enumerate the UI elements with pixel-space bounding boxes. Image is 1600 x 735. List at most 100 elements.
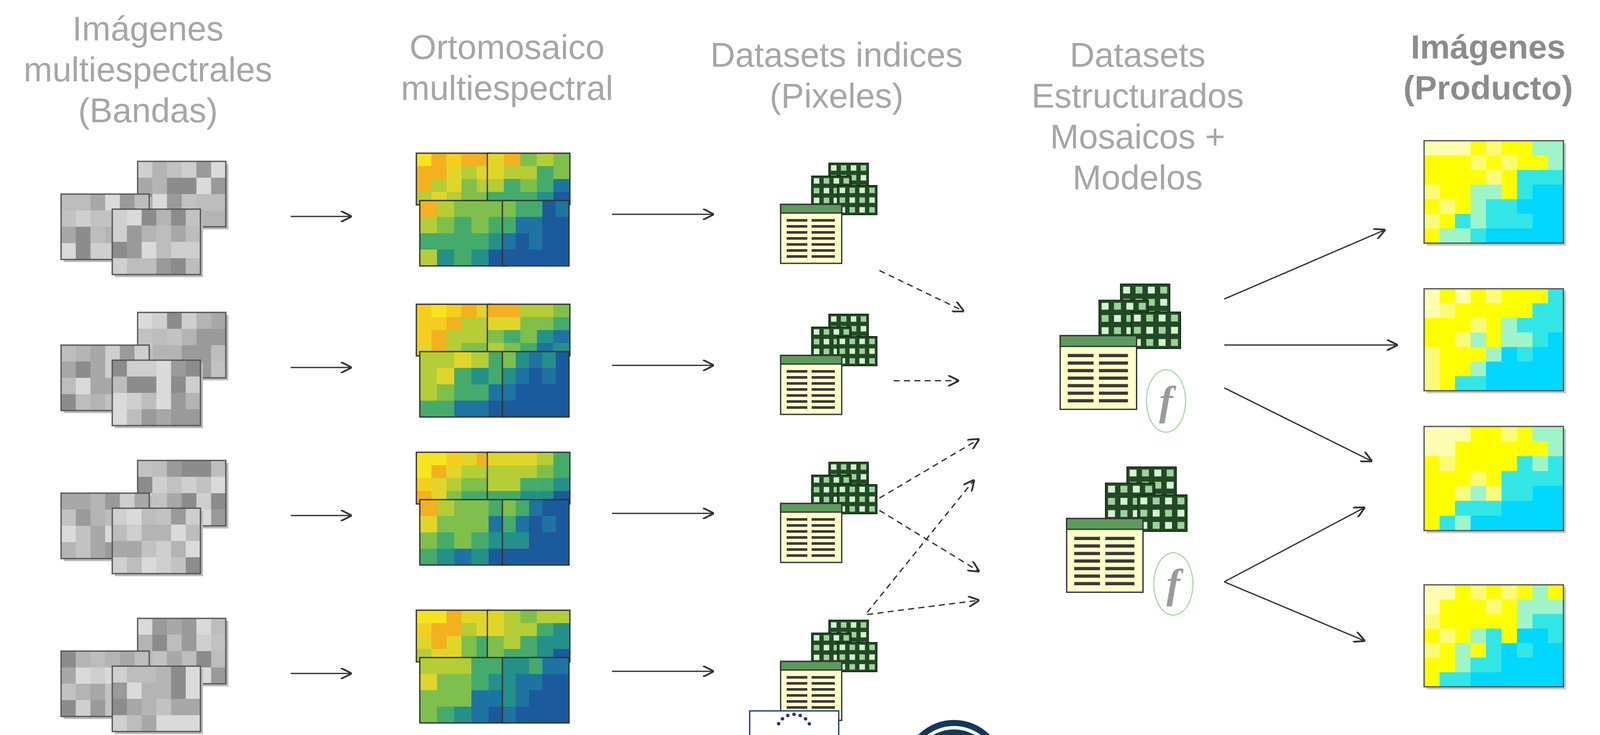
pixel [1455, 199, 1471, 215]
pixel [419, 200, 438, 218]
pixel [166, 650, 182, 668]
pixel [1470, 361, 1487, 376]
pixel [542, 548, 557, 566]
pixel [90, 361, 106, 379]
pixel [61, 377, 77, 395]
pixel [555, 384, 570, 401]
grid-cell [843, 476, 850, 483]
column-heading: Imágenes multiespectrales (Bandas) [0, 8, 299, 131]
pixel [502, 499, 517, 517]
pixel [1516, 303, 1533, 318]
flag-star [792, 712, 796, 716]
image-border [137, 460, 226, 526]
pixel [181, 161, 197, 179]
grid-cell [839, 338, 846, 345]
pixel [555, 706, 570, 724]
pixel [503, 635, 521, 650]
pixel [529, 689, 543, 707]
pixel [536, 166, 554, 180]
pixel [1439, 361, 1456, 376]
pixel [1424, 228, 1440, 244]
pixel [1470, 441, 1487, 457]
pixel [1501, 584, 1518, 600]
pixel [1470, 584, 1487, 600]
grid-cell [859, 348, 865, 354]
flag-star [807, 721, 812, 726]
pixel [1455, 361, 1471, 376]
pixel [1486, 317, 1502, 333]
table-row [811, 523, 835, 527]
pixel [1470, 613, 1487, 629]
grid-cell [1101, 326, 1109, 334]
grid-cell [823, 476, 830, 483]
pixel [75, 492, 91, 510]
pixel [1486, 375, 1502, 391]
table-row [811, 699, 835, 703]
pixel [1532, 199, 1549, 215]
pixel [1439, 613, 1456, 629]
pixel [1455, 169, 1471, 185]
pixel [211, 328, 227, 346]
pixel [1516, 184, 1533, 200]
pixel [1547, 455, 1564, 471]
pixel [1470, 455, 1487, 471]
pixel [181, 312, 197, 330]
pixel [461, 316, 477, 331]
pixel [75, 377, 91, 395]
grid-cell [823, 348, 830, 354]
pixel [471, 367, 490, 385]
pixel [553, 464, 571, 479]
pixel [75, 393, 91, 411]
pixel [555, 673, 570, 691]
pixel [166, 634, 182, 652]
table-row [1074, 581, 1101, 586]
pixel [1424, 441, 1440, 457]
pixel [211, 312, 227, 330]
grid-cell [1152, 497, 1160, 505]
pixel [185, 409, 201, 426]
grid-cell [833, 634, 840, 641]
pixel [126, 376, 142, 394]
pixel [1424, 500, 1440, 516]
band-image [112, 507, 204, 576]
grid-cell [1146, 338, 1154, 346]
table-row [786, 705, 808, 709]
pixel [1501, 500, 1518, 516]
pixel [520, 316, 538, 331]
pixel [1516, 628, 1533, 644]
band-image [137, 460, 229, 529]
pixel [555, 515, 570, 533]
product-image [1424, 288, 1567, 394]
pixel [1516, 485, 1533, 501]
grid-cell [869, 338, 875, 345]
pixel [515, 351, 530, 369]
pixel [436, 351, 455, 369]
pixel [196, 618, 212, 635]
pixel [1547, 515, 1564, 531]
pixel [515, 400, 530, 418]
pixel [1439, 213, 1456, 229]
pixel [542, 689, 557, 707]
pixel [416, 635, 432, 650]
pixel [536, 635, 554, 650]
pixel [152, 476, 168, 494]
dashed-arrow [867, 479, 975, 613]
pixel [1486, 169, 1502, 185]
pixel [471, 351, 490, 369]
table-row [1105, 536, 1135, 541]
grid-cell [823, 634, 830, 641]
pixel [1501, 317, 1518, 333]
pixel [141, 540, 157, 558]
pixel [1439, 500, 1456, 516]
flag-star [786, 713, 790, 717]
pixel [90, 650, 106, 668]
grid-cell [849, 505, 856, 512]
pixel [156, 540, 172, 558]
pixel [1439, 426, 1456, 442]
grid-cell [860, 473, 867, 480]
pixel [520, 464, 538, 479]
pixel [553, 153, 571, 167]
pixel [75, 243, 91, 260]
pixel [1547, 657, 1564, 672]
pixel [171, 540, 187, 558]
